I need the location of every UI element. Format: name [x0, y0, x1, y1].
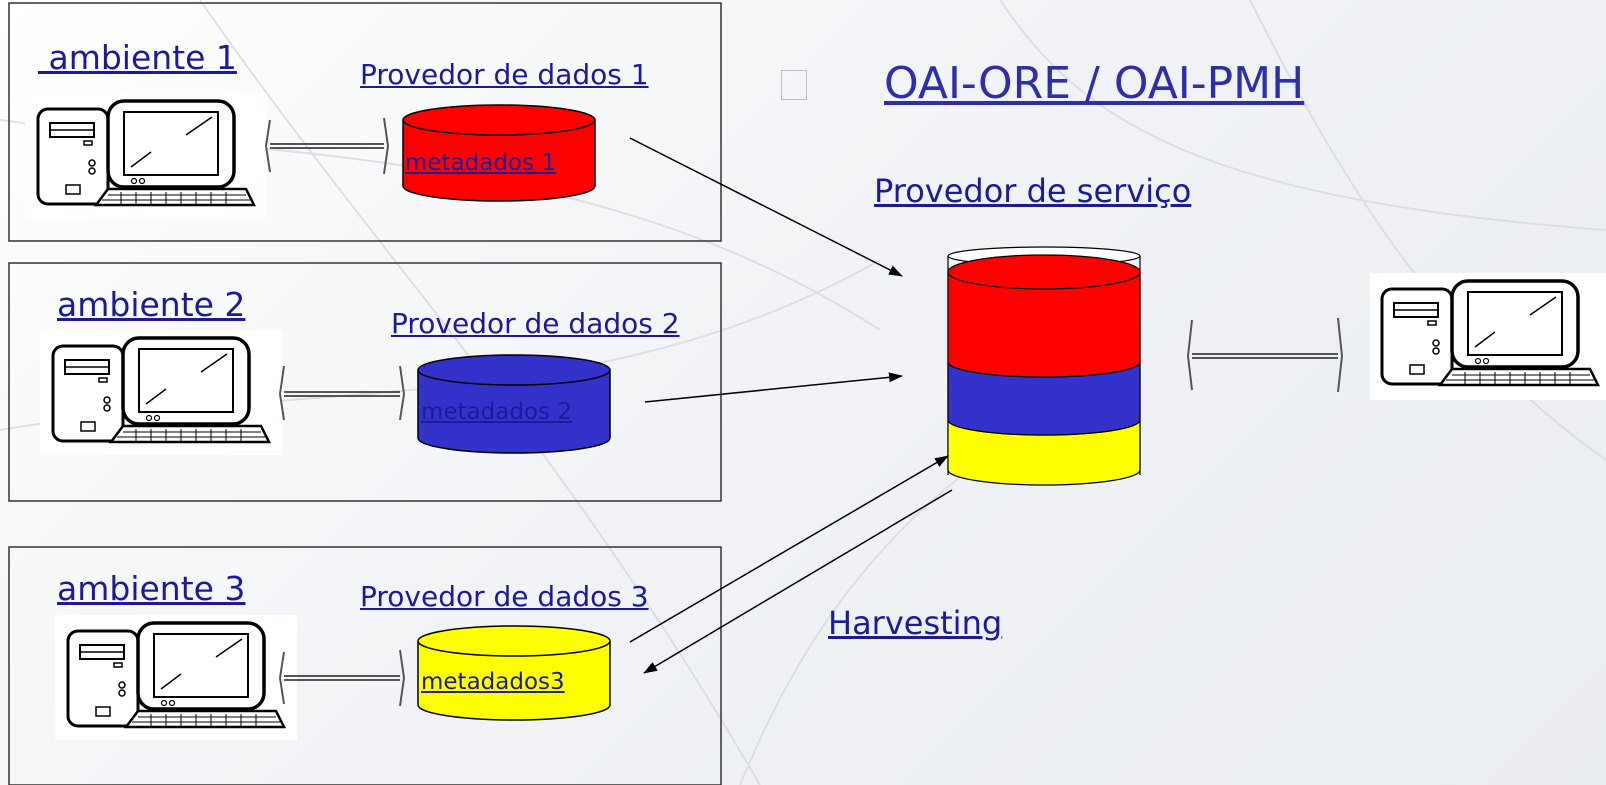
page-title[interactable]: OAI-ORE / OAI-PMH: [884, 58, 1305, 109]
environment-title-2[interactable]: ambiente 2: [57, 285, 246, 324]
computer-icon-env1: [25, 93, 267, 218]
environment-box-2: [8, 262, 722, 502]
arrow-db1-to-service: [629, 137, 903, 277]
environment-box-1: [8, 2, 722, 242]
computer-icon-client: [1370, 273, 1606, 400]
service-provider-db: [947, 246, 1141, 486]
metadata-label-2[interactable]: metadados 2: [421, 399, 572, 425]
metadata-db-2: [417, 354, 611, 454]
arrow-db3-to-service: [629, 455, 949, 643]
connector-env1: [264, 117, 390, 175]
metadata-db-3: [417, 625, 611, 721]
computer-icon-env2: [40, 330, 282, 455]
environment-title-3[interactable]: ambiente 3: [57, 569, 246, 608]
arrow-service-to-db3: [643, 489, 953, 674]
metadata-label-1[interactable]: metadados 1: [405, 150, 556, 176]
data-provider-label-1[interactable]: Provedor de dados 1: [360, 58, 649, 91]
harvesting-label[interactable]: Harvesting: [828, 604, 1003, 642]
connector-env3: [278, 649, 406, 707]
metadata-label-3[interactable]: metadados3: [421, 669, 565, 695]
connector-env2: [278, 365, 406, 421]
computer-icon-env3: [55, 615, 297, 740]
service-provider-label[interactable]: Provedor de serviço: [874, 172, 1192, 210]
data-provider-label-3[interactable]: Provedor de dados 3: [360, 580, 649, 613]
bullet-icon: [781, 70, 807, 100]
environment-title-1[interactable]: ambiente 1: [38, 38, 237, 77]
environment-box-3: [8, 546, 722, 785]
connector-client: [1186, 317, 1344, 393]
arrow-db2-to-service: [644, 372, 903, 403]
metadata-db-1: [402, 104, 596, 202]
data-provider-label-2[interactable]: Provedor de dados 2: [391, 307, 680, 340]
